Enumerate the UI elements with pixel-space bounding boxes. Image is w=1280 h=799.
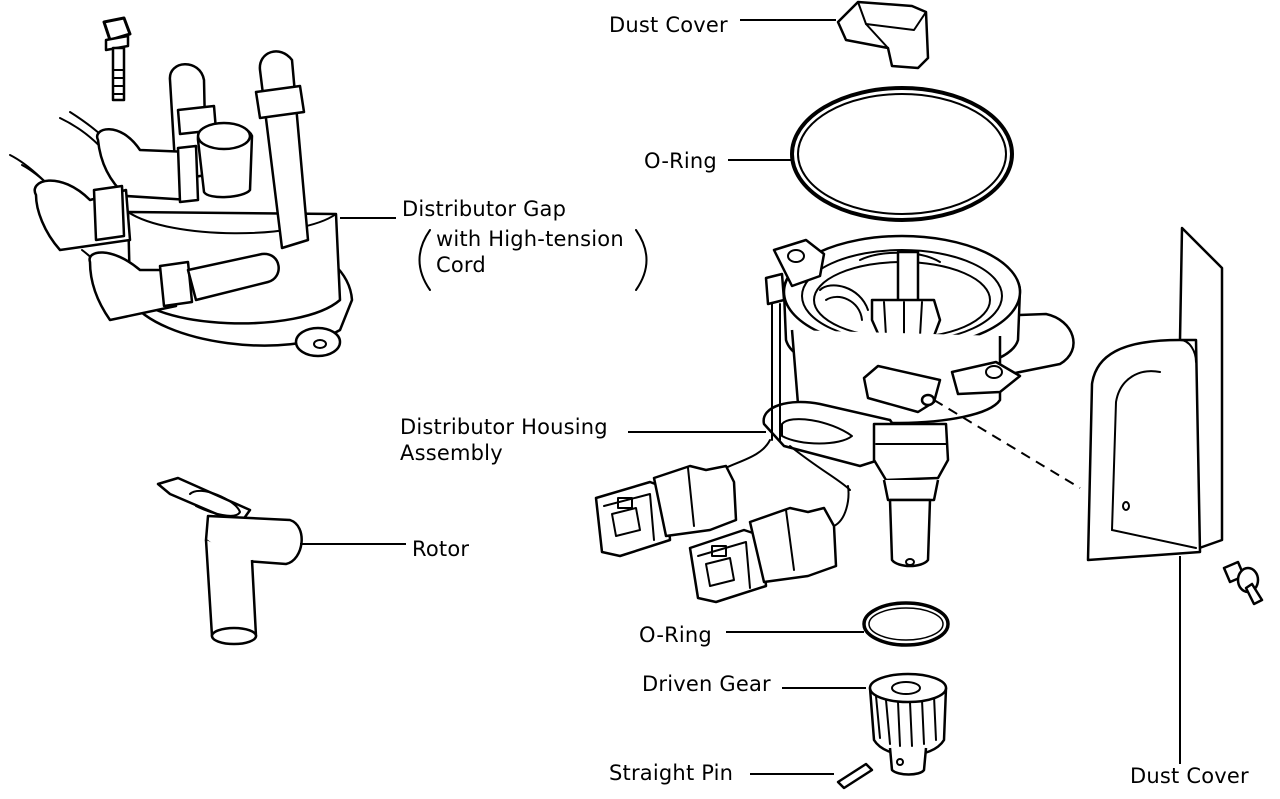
label-distributor-cap-2: with High-tension xyxy=(436,227,624,251)
label-housing-2: Assembly xyxy=(400,441,503,465)
label-driven-gear: Driven Gear xyxy=(642,672,771,696)
alignment-dashed-line xyxy=(933,399,1081,489)
label-housing-1: Distributor Housing xyxy=(400,415,608,439)
dust-cover-top xyxy=(836,0,930,70)
dust-cover-shield xyxy=(1086,226,1224,562)
o-ring-large xyxy=(790,86,1014,222)
connector-left xyxy=(594,439,851,558)
label-o-ring-top: O-Ring xyxy=(644,149,717,173)
bracket-left xyxy=(418,229,431,291)
label-rotor: Rotor xyxy=(412,537,470,561)
bracket-right xyxy=(635,229,648,291)
screw-icon xyxy=(1222,560,1264,606)
straight-pin xyxy=(836,762,874,790)
distributor-cap xyxy=(9,50,354,358)
label-dust-cover-right: Dust Cover xyxy=(1130,764,1249,788)
label-distributor-cap-1: Distributor Gap xyxy=(402,197,567,221)
driven-gear xyxy=(868,672,948,776)
distributor-housing xyxy=(762,234,1075,568)
label-dust-cover-top: Dust Cover xyxy=(609,13,728,37)
connector-right xyxy=(688,485,850,604)
o-ring-small xyxy=(862,601,950,647)
label-distributor-cap-3: Cord xyxy=(436,253,486,277)
label-straight-pin: Straight Pin xyxy=(609,761,734,785)
label-o-ring-bottom: O-Ring xyxy=(639,623,712,647)
rotor xyxy=(156,476,303,646)
bolt-icon xyxy=(102,16,132,102)
